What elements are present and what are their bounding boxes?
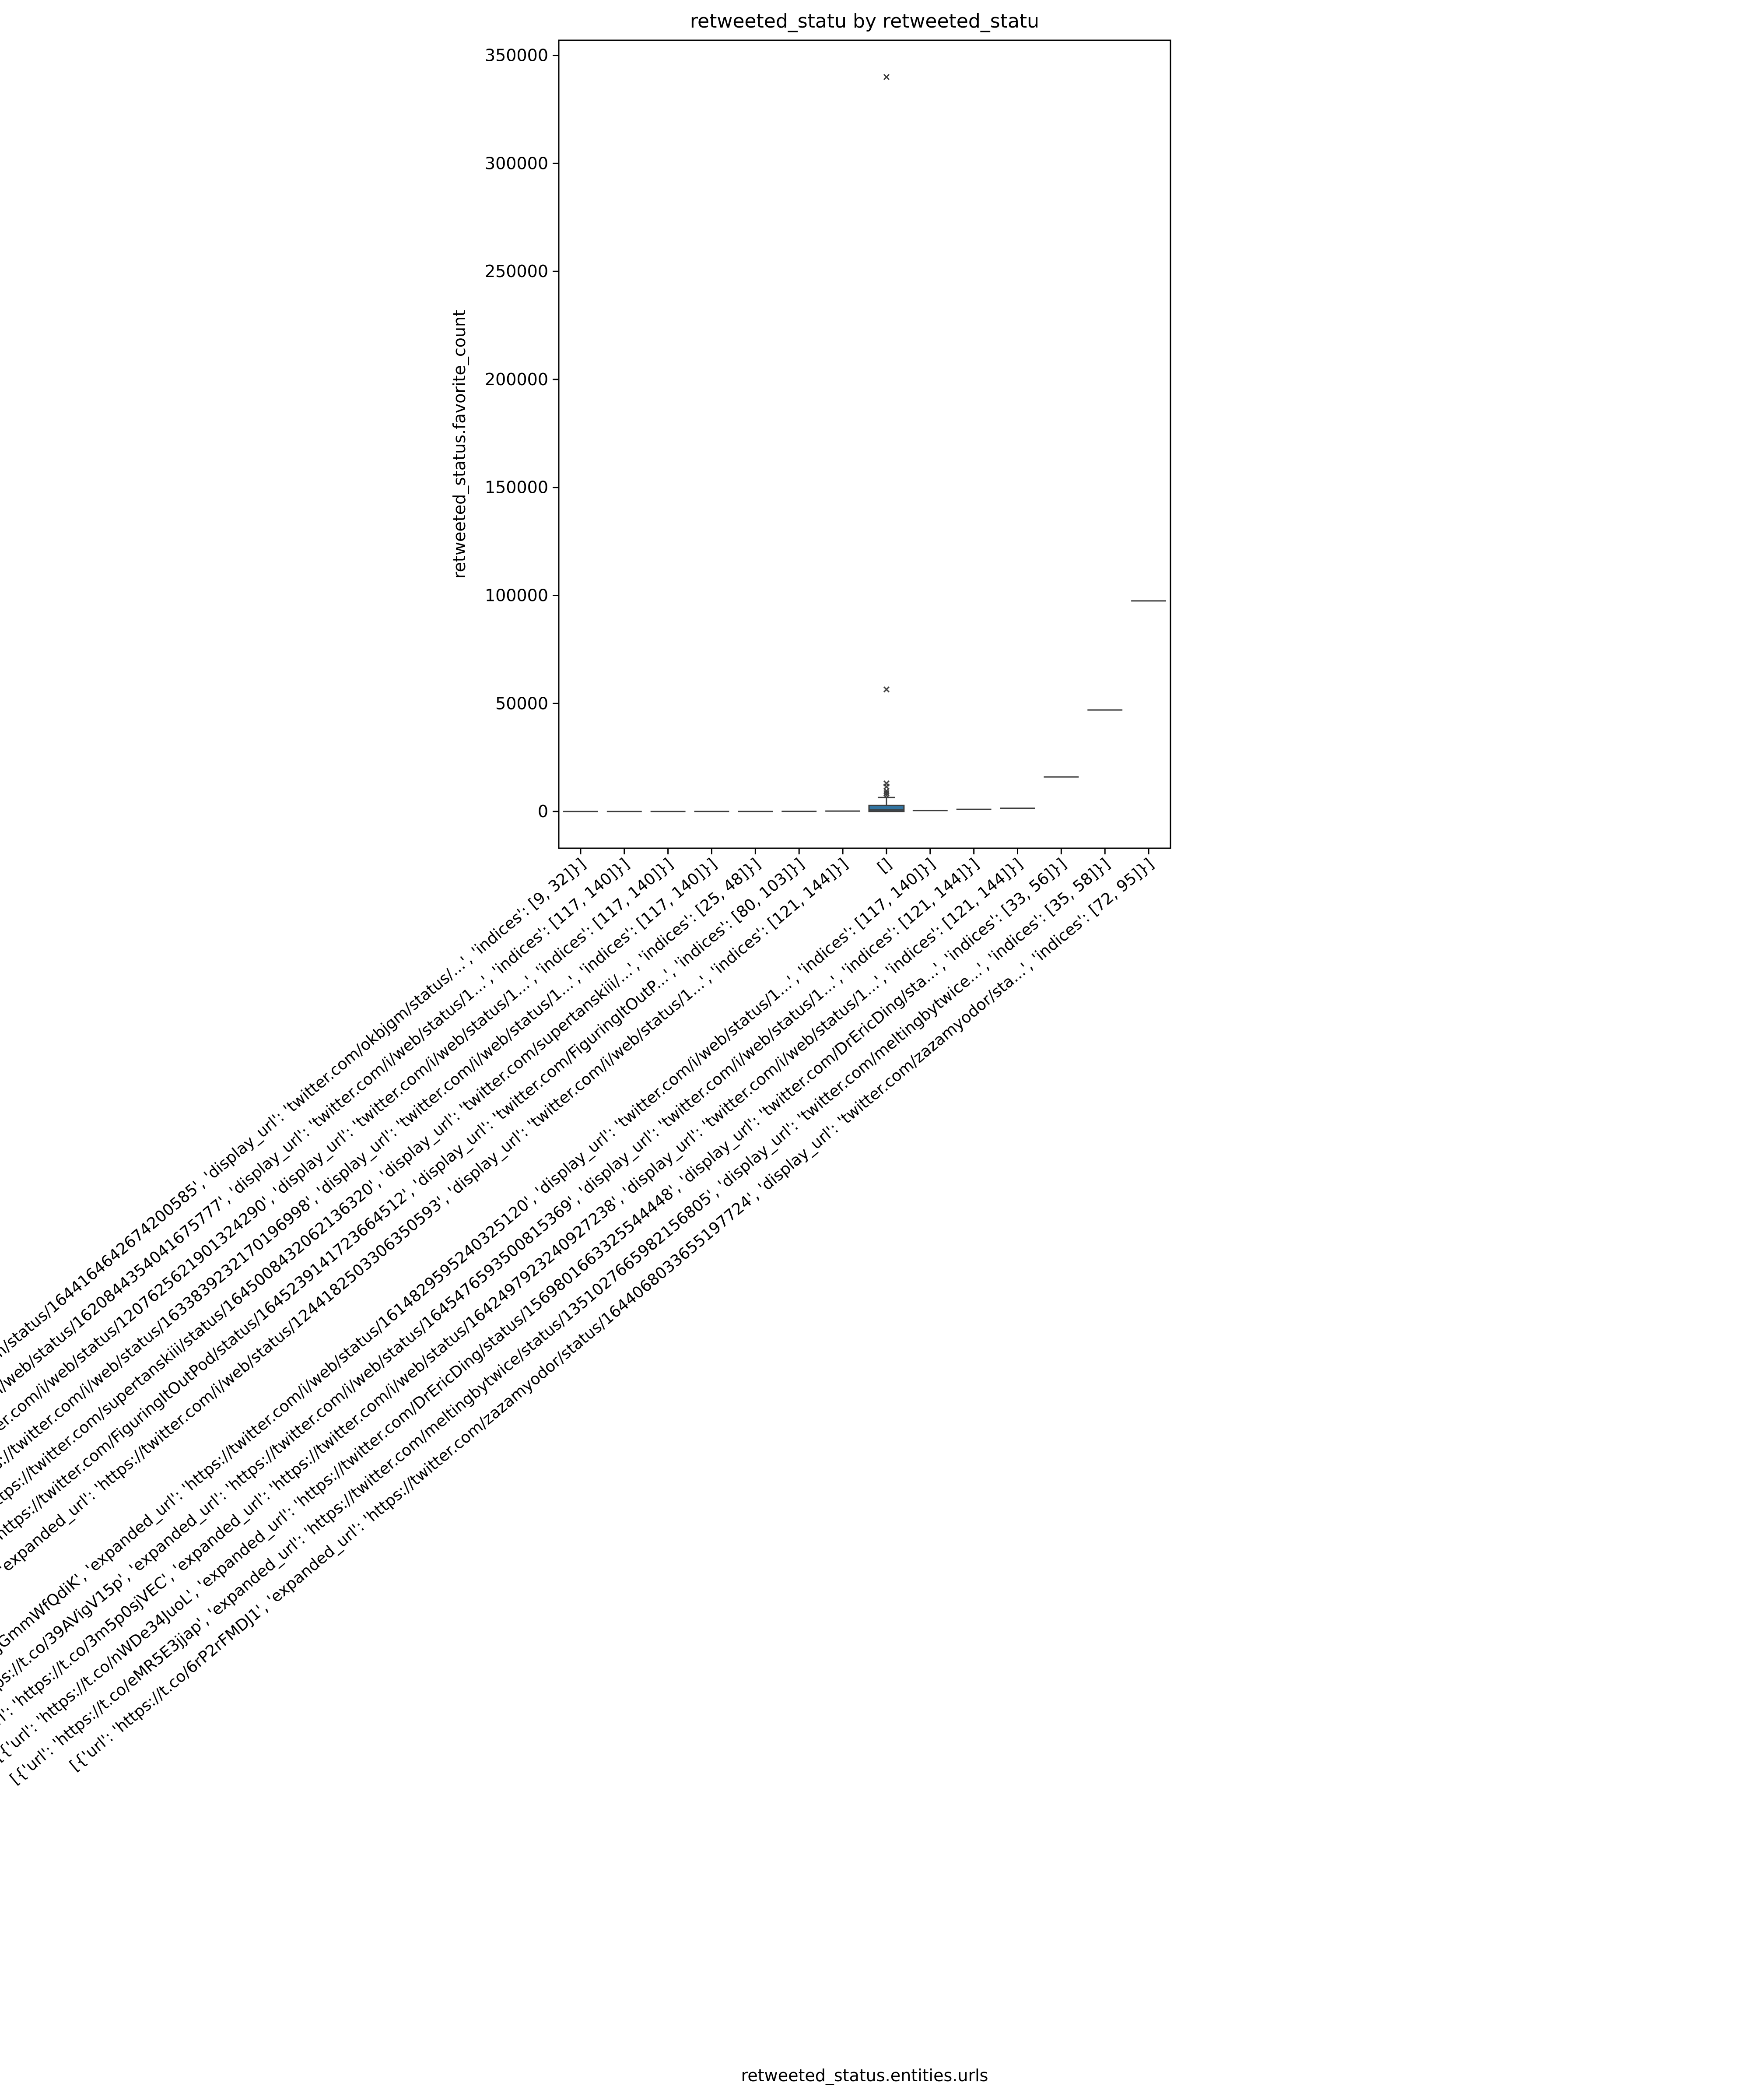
box-group (868, 74, 905, 812)
y-tick-label: 250000 (485, 262, 548, 281)
flier-stroke (883, 790, 890, 797)
flier-stroke (883, 686, 890, 693)
x-axis: [{'url': 'https://t.co/NxMuQaaOEc', 'exp… (0, 848, 1157, 1799)
y-tick-label: 100000 (485, 586, 548, 605)
x-tick-label: [{'url': 'https://t.co/nWDe34JuoL', 'exp… (0, 855, 1070, 1765)
flier-marker (883, 790, 890, 797)
y-axis-label: retweeted_status.favorite_count (450, 310, 469, 579)
flier-marker (883, 780, 890, 787)
y-tick-label: 50000 (495, 694, 548, 713)
flier-stroke (883, 780, 890, 787)
y-tick-label: 200000 (485, 370, 548, 389)
plot-area (563, 74, 1167, 812)
y-tick-label: 0 (538, 802, 548, 821)
flier-marker (883, 74, 890, 80)
y-axis: 0 50000 100000 150000 200000 250000 300000 3500… (485, 46, 559, 821)
flier-marker (883, 686, 890, 693)
chart-title: retweeted_statu by retweeted_statu (690, 10, 1039, 32)
y-tick-label: 300000 (485, 154, 548, 173)
x-axis-label: retweeted_status.entities.urls (741, 2066, 988, 2085)
plot-frame (558, 39, 1171, 849)
y-tick-label: 350000 (485, 46, 548, 65)
x-tick-label: [] (874, 855, 895, 876)
y-tick-label: 150000 (485, 478, 548, 497)
flier-stroke (883, 74, 890, 80)
